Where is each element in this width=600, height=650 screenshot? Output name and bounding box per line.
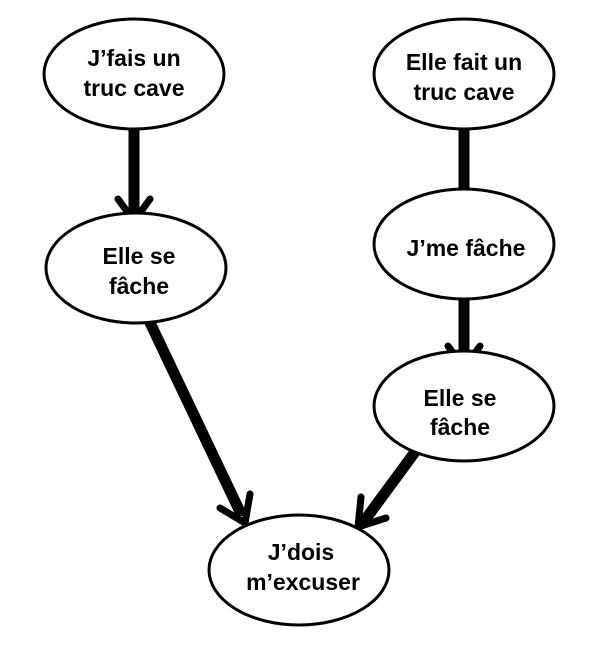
node-j-dois-m-excuser: J’dois m’excuser — [207, 513, 391, 627]
node-ellipse — [372, 349, 556, 463]
node-label-line-1: J’fais un — [87, 45, 180, 71]
node-ellipse — [207, 513, 391, 627]
arrowhead-icon — [216, 490, 254, 529]
edge-elle-se-fache-right-to-j-dois — [353, 448, 420, 532]
arrow-line — [357, 448, 420, 528]
node-ellipse — [372, 17, 556, 131]
node-label-line-1: J’dois — [268, 539, 334, 565]
node-ellipse — [44, 211, 228, 325]
edge-j-fais-to-elle-se-fache-left — [114, 128, 154, 227]
node-label-line-1: Elle fait un — [406, 49, 522, 75]
node-label-line-2: fâche — [109, 273, 169, 299]
node-label-line-2: truc cave — [83, 75, 184, 101]
node-ellipse — [372, 187, 556, 301]
arrow-line — [139, 307, 247, 519]
node-elle-fait-un-truc-cave: Elle fait un truc cave — [372, 17, 556, 131]
node-label-line-1: J’me fâche — [407, 235, 526, 261]
node-j-me-fache: J’me fâche — [372, 187, 556, 301]
node-elle-se-fache-right: Elle se fâche — [372, 349, 556, 463]
node-label-line-2: truc cave — [413, 79, 514, 105]
node-label-line-1: Elle se — [103, 243, 176, 269]
node-elle-se-fache-left: Elle se fâche — [44, 211, 228, 325]
node-label-line-1: Elle se — [424, 385, 497, 411]
node-j-fais-un-truc-cave: J’fais un truc cave — [42, 17, 226, 131]
node-label-line-2: m’excuser — [246, 569, 360, 595]
edge-elle-se-fache-left-to-j-dois — [139, 307, 254, 529]
node-ellipse — [42, 17, 226, 131]
node-label-line-2: fâche — [430, 414, 490, 440]
